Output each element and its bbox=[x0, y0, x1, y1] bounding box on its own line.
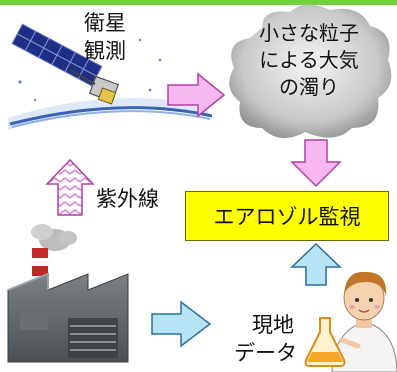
flask-icon bbox=[304, 317, 361, 367]
ground-data-label-line1: 現地 bbox=[252, 313, 294, 337]
uv-arrow-icon bbox=[45, 158, 95, 216]
pink-arrow-right bbox=[167, 72, 226, 118]
aerosol-monitoring-label: エアロゾル監視 bbox=[213, 205, 361, 229]
aerosol-monitoring-box: エアロゾル監視 bbox=[185, 191, 389, 241]
cloud-label-line1: 小さな粒子 bbox=[259, 21, 359, 45]
factory-icon bbox=[7, 224, 129, 363]
satellite-label-line2: 観測 bbox=[84, 39, 126, 63]
cloud-label-line2: による大気 bbox=[259, 48, 359, 72]
ground-data-label-line2: データ bbox=[234, 341, 297, 365]
cloud-label-line3: の濁り bbox=[279, 75, 339, 99]
cloud-label: 小さな粒子 による大気 の濁り bbox=[234, 20, 384, 101]
satellite-label-line1: 衛星 bbox=[84, 11, 126, 35]
cloud-icon bbox=[229, 4, 392, 139]
scientist-icon bbox=[331, 271, 397, 372]
blue-arrow-right bbox=[151, 300, 212, 348]
satellite-icon bbox=[8, 23, 215, 130]
blue-arrow-up bbox=[290, 242, 342, 286]
top-accent-bar bbox=[0, 0, 397, 5]
uv-label: 紫外線 bbox=[96, 187, 159, 211]
pink-arrow-down bbox=[290, 139, 342, 188]
